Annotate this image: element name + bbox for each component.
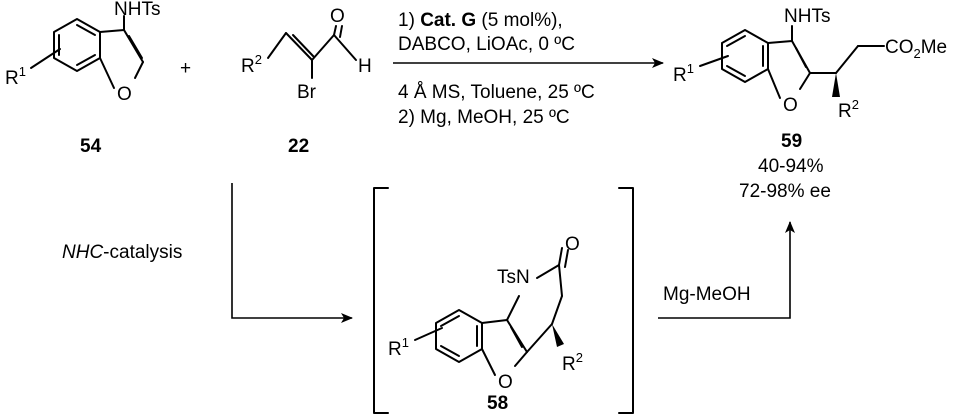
ring-oxygen-label-59: O [783, 95, 798, 116]
benzene-ring-54 [53, 18, 101, 72]
r1-bond-59 [699, 55, 729, 67]
r2-label-58: R2 [562, 350, 583, 375]
stereo-wedge-59 [832, 73, 840, 97]
reactant-54-structure: O NHTs R1 [5, 0, 160, 105]
enal-backbone-22 [267, 25, 357, 79]
r2-label-22: R2 [241, 52, 262, 77]
intermediate-58-structure: O TsN O R2 R1 [388, 234, 583, 393]
compound-number-54: 54 [80, 136, 102, 157]
r1-label-58: R1 [388, 335, 409, 360]
compound-number-59: 59 [781, 131, 802, 152]
product-59-structure: O NHTs CO2Me R2 R1 [673, 6, 947, 122]
bromo-label-22: Br [297, 82, 317, 103]
furan-ring-59 [767, 25, 811, 99]
compound-number-58: 58 [487, 393, 508, 414]
tsn-label-58: TsN [497, 267, 530, 288]
r2-label-59: R2 [838, 97, 859, 122]
stereo-wedge-58 [552, 324, 564, 347]
condition-step1-line3: 4 Å MS, Toluene, 25 ºC [398, 82, 595, 103]
lactam-oxygen-label-58: O [565, 234, 580, 255]
ee-range: 72-98% ee [739, 181, 831, 202]
ring-oxygen-label-58: O [498, 372, 513, 393]
lactam-ring-58 [506, 247, 569, 353]
benzene-ring-58 [435, 309, 483, 363]
side-chain-59 [809, 45, 885, 74]
plus-sign: + [180, 58, 191, 79]
condition-step1-line2: DABCO, LiOAc, 0 ºC [398, 34, 575, 55]
compound-number-22: 22 [288, 136, 309, 157]
nhts-label-59: NHTs [784, 6, 830, 27]
condition-step1: 1) Cat. G (5 mol%), [398, 10, 563, 31]
r1-label-59: R1 [673, 61, 694, 86]
r1-label-54: R1 [5, 64, 26, 89]
furan-ring-58 [481, 319, 528, 376]
r1-bond-58 [414, 327, 443, 341]
nhts-label-54: NHTs [114, 0, 160, 20]
yield-range: 40-94% [758, 156, 824, 177]
mg-meoh-label: Mg-MeOH [663, 284, 751, 305]
reactant-22-structure: O H Br R2 [241, 6, 372, 103]
carbonyl-oxygen-label-22: O [330, 6, 345, 27]
ring-oxygen-label-54: O [117, 84, 132, 105]
left-bracket [373, 187, 389, 414]
aldehyde-h-label-22: H [358, 56, 372, 77]
furan-ring-54 [99, 15, 144, 89]
right-bracket [618, 187, 634, 414]
mg-meoh-arrow [658, 221, 795, 319]
nhc-catalysis-label: NHC-catalysis [62, 242, 182, 263]
condition-step2: 2) Mg, MeOH, 25 ºC [398, 107, 570, 128]
nhc-pathway-arrow [231, 183, 353, 323]
r1-bond-54 [30, 48, 61, 69]
ester-label-59: CO2Me [885, 37, 947, 61]
